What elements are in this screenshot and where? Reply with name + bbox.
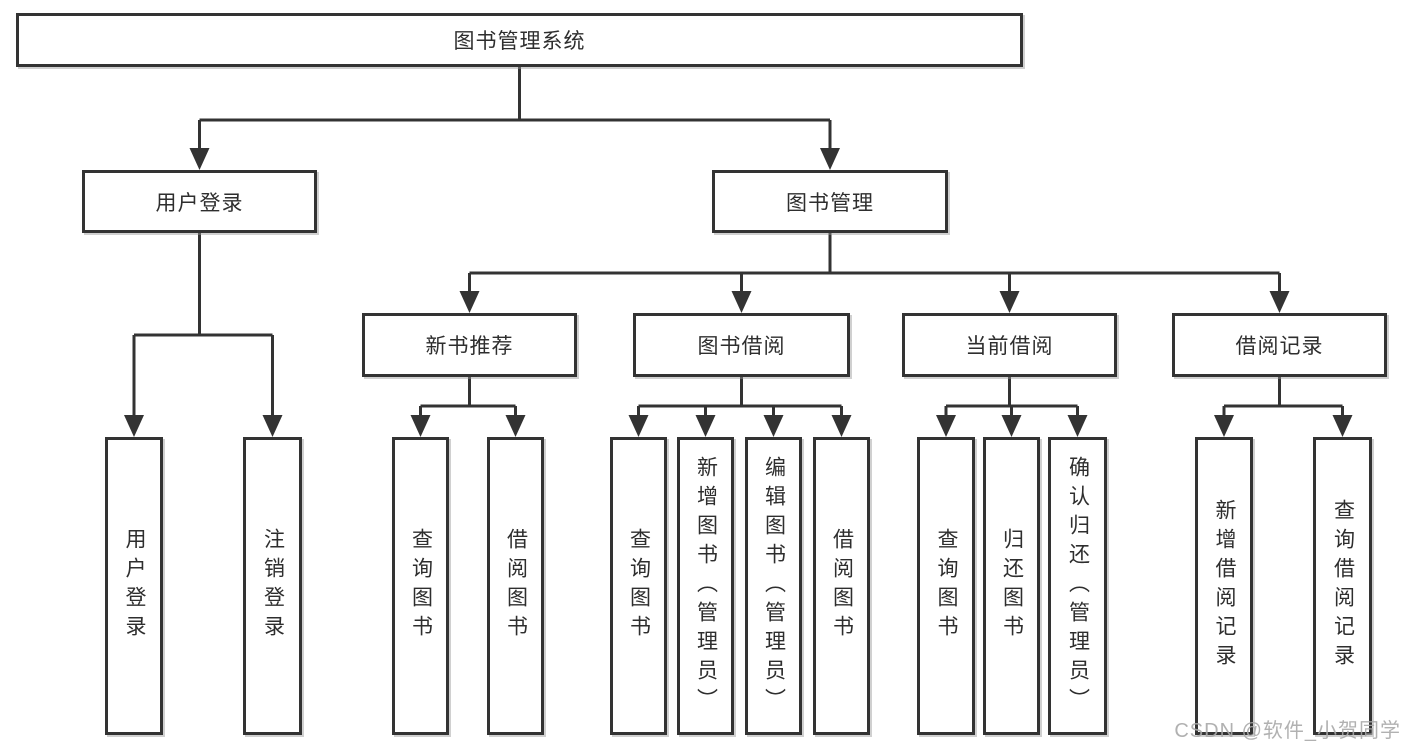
node-label: 当前借阅 <box>965 335 1054 358</box>
leaf-borrow-books-recommend: 借阅图书 <box>487 437 544 735</box>
arrowhead <box>262 415 283 437</box>
leaf-query-books-current: 查询图书 <box>917 437 975 735</box>
arrowhead <box>820 148 840 170</box>
node-borrow-records: 借阅记录 <box>1172 313 1387 377</box>
leaf-confirm-return-admin: 确认归还（管理员） <box>1048 437 1107 735</box>
leaf-query-books-borrow: 查询图书 <box>610 437 667 735</box>
node-label: 图书管理系统 <box>453 30 586 53</box>
node-label: 查询图书 <box>409 528 433 644</box>
arrowhead <box>831 415 852 437</box>
arrowhead <box>505 415 526 437</box>
connector-current-borrow-children <box>944 377 1079 419</box>
leaf-logout: 注销登录 <box>243 437 302 735</box>
node-label: 确认归还（管理员） <box>1066 455 1090 717</box>
arrowhead <box>410 415 431 437</box>
leaf-user-login: 用户登录 <box>105 437 163 735</box>
node-label: 新增图书（管理员） <box>694 455 718 717</box>
leaf-borrow-books: 借阅图书 <box>813 437 870 735</box>
connector-book-management-children <box>468 233 1281 293</box>
arrowhead <box>1001 415 1022 437</box>
arrowhead <box>628 415 649 437</box>
node-book-borrow: 图书借阅 <box>633 313 850 377</box>
node-current-borrow: 当前借阅 <box>902 313 1117 377</box>
arrowhead <box>936 415 956 437</box>
node-label: 借阅记录 <box>1235 335 1324 358</box>
node-label: 借阅图书 <box>504 528 528 644</box>
connector-root-to-level2 <box>198 67 832 150</box>
arrowhead <box>731 291 752 313</box>
node-label: 图书借阅 <box>697 335 786 358</box>
node-user-login: 用户登录 <box>82 170 317 233</box>
node-book-management: 图书管理 <box>712 170 948 233</box>
node-root-library-system: 图书管理系统 <box>16 13 1023 67</box>
arrowhead <box>1067 415 1088 437</box>
arrowhead <box>1332 415 1353 437</box>
arrowhead <box>1214 415 1234 437</box>
leaf-add-book-admin: 新增图书（管理员） <box>677 437 734 735</box>
leaf-add-borrow-record: 新增借阅记录 <box>1195 437 1253 735</box>
leaf-edit-book-admin: 编辑图书（管理员） <box>745 437 802 735</box>
connector-book-borrow-children <box>637 377 843 419</box>
node-label: 新增借阅记录 <box>1213 499 1237 673</box>
node-label: 注销登录 <box>261 528 285 644</box>
arrowhead <box>459 291 480 313</box>
arrowhead <box>695 415 716 437</box>
node-label: 查询图书 <box>627 528 651 644</box>
node-label: 编辑图书（管理员） <box>762 455 786 717</box>
node-label: 查询借阅记录 <box>1331 499 1355 673</box>
node-label: 图书管理 <box>786 191 874 215</box>
arrowhead <box>189 148 210 170</box>
leaf-return-books: 归还图书 <box>983 437 1040 735</box>
node-new-book-recommend: 新书推荐 <box>362 313 577 377</box>
connector-user-login-children <box>132 233 274 417</box>
arrowhead <box>999 291 1020 313</box>
leaf-query-borrow-record: 查询借阅记录 <box>1313 437 1372 735</box>
arrowhead <box>763 415 784 437</box>
node-label: 借阅图书 <box>830 528 854 644</box>
connector-borrow-records-children <box>1222 377 1344 419</box>
node-label: 归还图书 <box>1000 528 1024 644</box>
node-label: 用户登录 <box>123 528 147 644</box>
leaf-query-books-recommend: 查询图书 <box>392 437 449 735</box>
node-label: 新书推荐 <box>425 335 514 358</box>
connector-new-book-children <box>419 377 517 419</box>
node-label: 用户登录 <box>155 191 244 215</box>
arrowhead <box>124 415 144 437</box>
arrowhead <box>1269 291 1290 313</box>
node-label: 查询图书 <box>935 528 959 644</box>
